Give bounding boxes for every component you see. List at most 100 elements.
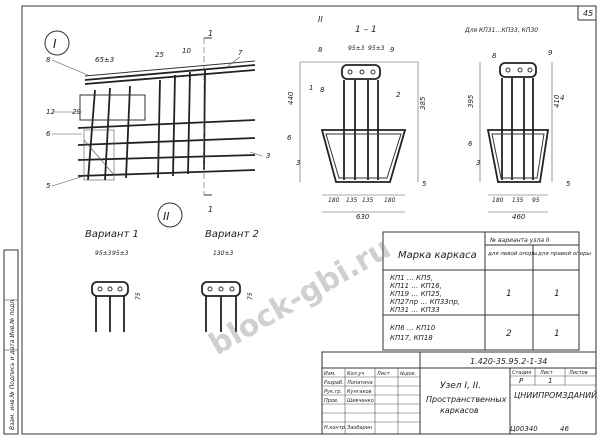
svg-text:6: 6 (468, 140, 473, 148)
table-row-mark: КП6 … КП10 (390, 324, 436, 332)
variant1-label: Вариант 1 (85, 229, 139, 240)
svg-text:95±3: 95±3 (368, 45, 385, 52)
svg-text:135: 135 (362, 197, 374, 204)
svg-text:8: 8 (318, 46, 323, 54)
svg-text:65±3: 65±3 (95, 56, 114, 64)
view-node-II-variants: II Вариант 1 95±3 95±3 75 Вариант 2 130±… (85, 202, 259, 332)
svg-text:Кунгаков: Кунгаков (347, 389, 372, 395)
svg-text:3: 3 (476, 159, 480, 167)
view-node-I: I 1 1 65±3 25 10 7 8 12 29 6 (44, 29, 270, 214)
svg-text:395: 395 (467, 94, 475, 108)
doc-code: 1.420-35.95.2-1-34 (470, 357, 547, 366)
svg-text:5: 5 (46, 182, 51, 190)
table-row-mark: КП19 … КП25, (390, 290, 442, 298)
svg-text:135: 135 (346, 197, 358, 204)
svg-text:Листов: Листов (568, 370, 588, 376)
table-row-mark: КП31 … КП33 (390, 306, 440, 314)
table-row-mark: КП27пр … КП33пр, (390, 298, 460, 306)
node-I-label: I (53, 37, 57, 51)
node-I-marker (44, 30, 70, 56)
table-cell-left: 1 (506, 289, 512, 299)
svg-text:460: 460 (512, 213, 526, 221)
node-II-label: II (163, 210, 170, 223)
svg-text:для правой опоры: для правой опоры (537, 251, 592, 257)
note-kp: Для КП31…КП33, КП30 (464, 27, 538, 34)
svg-text:410: 410 (553, 94, 561, 108)
svg-text:95±3: 95±3 (95, 250, 112, 257)
view-right-section: Для КП31…КП33, КП30 395 410 8 9 6 3 5 4 … (464, 27, 571, 221)
svg-text:3: 3 (266, 152, 270, 160)
svg-text:12: 12 (46, 108, 55, 116)
table-cell-right: 1 (554, 289, 560, 299)
svg-text:8: 8 (320, 86, 325, 94)
table-group-header: № варианта узла II (489, 237, 550, 244)
svg-text:Кол.уч: Кол.уч (347, 371, 364, 377)
table-col-header: Марка каркаса (398, 250, 477, 261)
svg-text:Рук.гр.: Рук.гр. (324, 389, 342, 395)
svg-text:75: 75 (247, 292, 254, 300)
stage-value: Р (519, 377, 524, 385)
svg-text:6: 6 (287, 134, 292, 142)
node-II-marker (157, 202, 183, 228)
table-cell-right: 1 (554, 329, 560, 339)
svg-text:130±3: 130±3 (213, 250, 233, 257)
page-number: 45 (583, 9, 593, 18)
svg-text:95±3: 95±3 (112, 250, 129, 257)
svg-text:Изм.: Изм. (324, 371, 336, 377)
svg-text:Пров.: Пров. (324, 398, 339, 404)
view-section-1-1: 1 – 1 II 95±3 95±3 8 9 440 385 1 8 2 6 3… (287, 15, 427, 221)
svg-text:Заобарин: Заобарин (347, 425, 373, 431)
table-cell-left: 2 (506, 329, 512, 339)
sheet-number: 1 (548, 377, 552, 385)
title-block: 1.420-35.95.2-1-34 Изм. Кол.уч Лист №док… (321, 351, 597, 435)
svg-text:Н.контр.: Н.контр. (324, 425, 346, 431)
svg-text:для левой опоры: для левой опоры (487, 251, 538, 257)
svg-text:135: 135 (512, 197, 524, 204)
section-label: 1 – 1 (355, 25, 377, 35)
binding-margin-text: Взам. инв.№ Подпись и дата Инв.№ подл. (9, 298, 16, 430)
table-row-mark: КП11 … КП16, (390, 282, 442, 290)
svg-text:3: 3 (296, 159, 300, 167)
svg-text:II: II (318, 15, 323, 24)
svg-text:6: 6 (46, 130, 51, 138)
svg-text:Лопатина: Лопатина (346, 380, 373, 386)
svg-text:Шевченко: Шевченко (347, 398, 374, 404)
sheet-title: Узел I, II. (440, 381, 481, 391)
svg-text:95±3: 95±3 (348, 45, 365, 52)
svg-text:1: 1 (309, 84, 313, 92)
svg-text:2: 2 (396, 91, 401, 99)
svg-text:95: 95 (532, 197, 540, 204)
svg-text:25: 25 (155, 51, 164, 59)
svg-text:180: 180 (492, 197, 504, 204)
table-row-mark: КП17, КП18 (390, 334, 433, 342)
variant2-label: Вариант 2 (205, 229, 259, 240)
svg-text:7: 7 (238, 49, 243, 57)
svg-text:Лист: Лист (539, 370, 554, 376)
svg-text:46: 46 (560, 425, 569, 433)
svg-text:180: 180 (384, 197, 396, 204)
svg-text:1: 1 (208, 205, 213, 214)
svg-text:8: 8 (46, 56, 51, 64)
svg-text:8: 8 (492, 52, 497, 60)
svg-text:Лист: Лист (376, 371, 391, 377)
svg-text:5: 5 (566, 180, 571, 188)
svg-text:1: 1 (208, 29, 213, 38)
svg-text:Пространственных: Пространственных (426, 395, 507, 404)
organization: ЦНИИПРОМЗДАНИЙ (514, 389, 597, 400)
svg-text:Стадия: Стадия (512, 370, 531, 376)
svg-text:10: 10 (182, 47, 191, 55)
svg-text:№док.: №док. (399, 371, 416, 377)
binding-margin (3, 249, 19, 435)
sheet-frame (21, 5, 597, 435)
svg-text:180: 180 (328, 197, 340, 204)
svg-text:4: 4 (560, 94, 564, 102)
svg-text:385: 385 (419, 96, 427, 110)
svg-text:5: 5 (422, 180, 427, 188)
svg-text:Разраб.: Разраб. (324, 380, 344, 386)
svg-text:9: 9 (548, 49, 553, 57)
svg-text:9: 9 (390, 46, 395, 54)
svg-text:630: 630 (356, 213, 370, 221)
svg-text:75: 75 (135, 292, 142, 300)
svg-text:440: 440 (287, 91, 295, 105)
